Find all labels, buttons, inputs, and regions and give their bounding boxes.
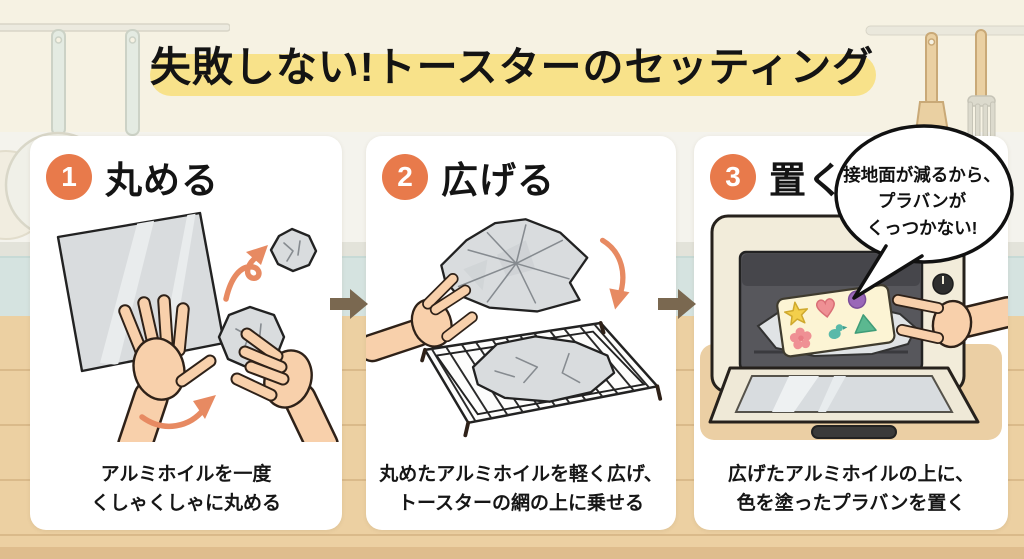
step-caption: アルミホイルを一度 くしゃくしゃに丸める bbox=[30, 461, 342, 518]
shrink-plastic-sheet bbox=[776, 284, 896, 358]
caption-line-2: 色を塗ったプラバンを置く bbox=[736, 492, 966, 514]
caption-line-2: トースターの網の上に乗せる bbox=[397, 492, 645, 514]
bubble-line-1: 接地面が減るから、 bbox=[843, 165, 1001, 185]
counter-front-shade bbox=[0, 547, 1024, 559]
speech-bubble: 接地面が減るから、 プラバンが くっつかない! bbox=[830, 122, 1014, 312]
bubble-line-2: プラバンが bbox=[877, 191, 967, 212]
page-title: 失敗しない!トースターのセッティング bbox=[149, 44, 875, 90]
bubble-line-3: くっつかない! bbox=[866, 217, 978, 238]
spread-foil-illustration bbox=[366, 218, 663, 438]
speech-bubble-text: 接地面が減るから、 プラバンが くっつかない! bbox=[830, 162, 1014, 241]
step-arrow-icon bbox=[330, 289, 368, 319]
step-number-badge: 3 bbox=[710, 154, 756, 200]
step-heading: 広げる bbox=[441, 160, 555, 201]
step-number-badge: 2 bbox=[382, 154, 428, 200]
caption-line-1: アルミホイルを一度 bbox=[100, 464, 272, 485]
caption-line-1: 丸めたアルミホイルを軽く広げ、 bbox=[379, 464, 663, 485]
step-number-badge: 1 bbox=[46, 154, 92, 200]
step-arrow-icon bbox=[658, 289, 696, 319]
caption-line-2: くしゃくしゃに丸める bbox=[90, 492, 281, 514]
step-heading: 置く bbox=[769, 160, 845, 201]
crumple-foil-illustration bbox=[56, 211, 339, 442]
caption-line-1: 広げたアルミホイルの上に、 bbox=[727, 464, 975, 485]
title-highlight bbox=[150, 54, 876, 96]
step-card-1: 1 丸める bbox=[30, 136, 342, 530]
step-card-2: 2 広げる 丸めたアルミホイルを軽く広げ、 bbox=[366, 136, 676, 530]
step-caption: 丸めたアルミホイルを軽く広げ、 トースターの網の上に乗せる bbox=[366, 461, 676, 518]
step-caption: 広げたアルミホイルの上に、 色を塗ったプラバンを置く bbox=[694, 461, 1008, 518]
step-heading: 丸める bbox=[105, 160, 219, 201]
